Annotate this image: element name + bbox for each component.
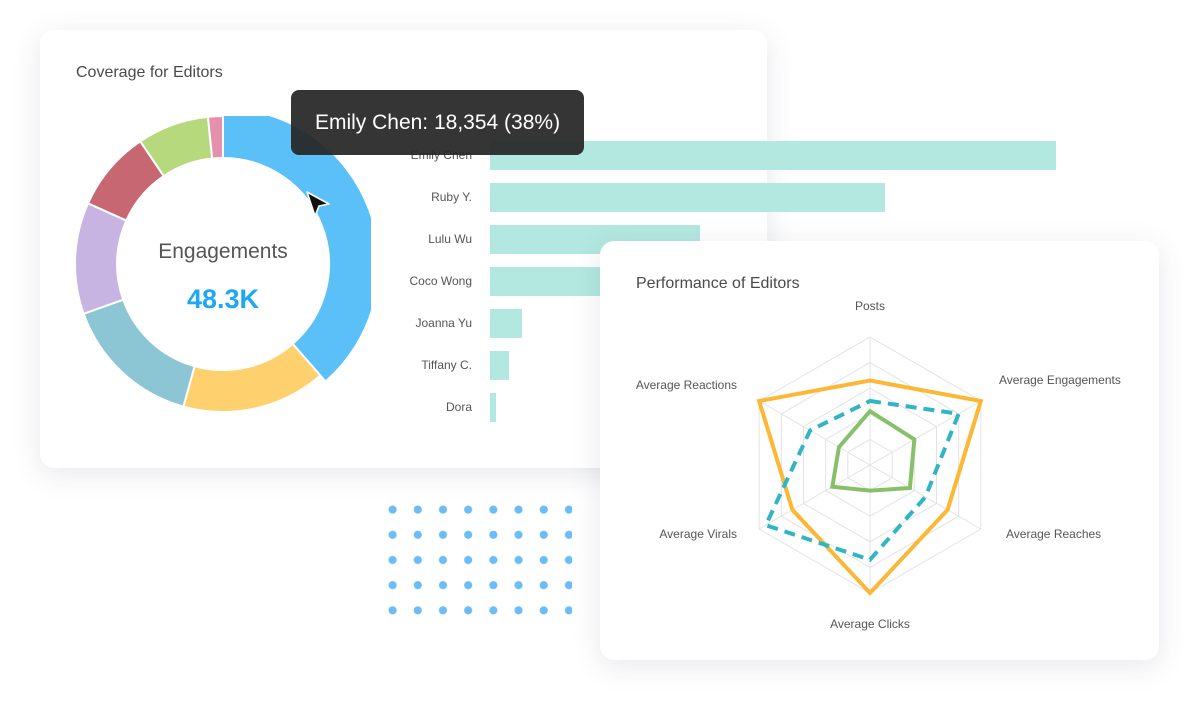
radar-series-2[interactable]	[829, 408, 917, 493]
radar-series-0[interactable]	[756, 378, 984, 596]
radar-axis-label: Average Reaches	[1006, 527, 1101, 541]
bar-label: Lulu Wu	[428, 232, 472, 246]
radar-axis-line	[758, 464, 871, 530]
radar-axis-line	[869, 400, 982, 466]
bar-label: Dora	[445, 400, 472, 414]
radar-axis-label: Average Reactions	[636, 378, 737, 392]
bar[interactable]	[490, 267, 620, 296]
radar-axis-label: Average Clicks	[830, 617, 910, 631]
donut-center-value: 48.3K	[186, 284, 260, 314]
radar-axis-line	[758, 400, 871, 466]
bar[interactable]	[490, 183, 885, 212]
radar-axis-label: Posts	[855, 299, 885, 313]
coverage-title: Coverage for Editors	[76, 64, 223, 81]
bar[interactable]	[490, 351, 510, 380]
performance-title: Performance of Editors	[636, 275, 800, 292]
bar[interactable]	[490, 393, 496, 422]
bar[interactable]	[490, 309, 523, 338]
donut-chart	[75, 116, 371, 412]
bar-label: Coco Wong	[409, 274, 472, 288]
donut-center-caption: Engagements	[158, 240, 288, 263]
dot-grid-decoration	[380, 497, 572, 631]
donut-slice-6[interactable]	[206, 116, 224, 160]
radar-axis-label: Average Virals	[659, 527, 737, 541]
slice-tooltip: Emily Chen: 18,354 (38%)	[291, 90, 584, 155]
bar[interactable]	[490, 141, 1056, 170]
radar-axis-label: Average Engagements	[999, 373, 1121, 387]
radar-axis-line	[869, 464, 982, 530]
bar-label: Ruby Y.	[431, 190, 472, 204]
mouse-cursor-icon	[306, 191, 330, 217]
bar-label: Tiffany C.	[421, 358, 472, 372]
bar-label: Joanna Yu	[415, 316, 472, 330]
radar-series-1[interactable]	[763, 398, 962, 563]
